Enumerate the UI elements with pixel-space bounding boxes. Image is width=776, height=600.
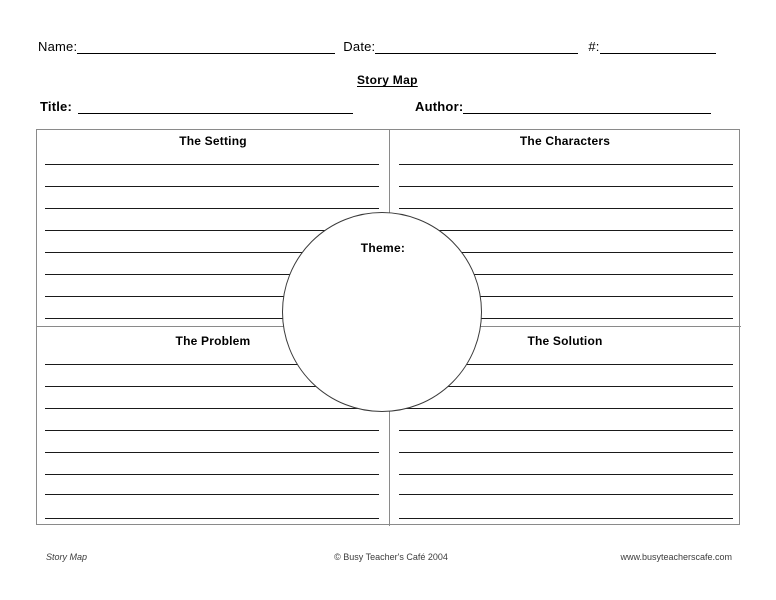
book-title-input-rule[interactable] xyxy=(78,100,354,114)
date-field[interactable]: Date: xyxy=(343,39,579,54)
setting-line-5[interactable] xyxy=(45,252,379,253)
author-field[interactable]: Author: xyxy=(415,99,712,114)
quadrant-characters: The Characters xyxy=(389,130,741,326)
solution-line-6[interactable] xyxy=(399,474,733,475)
book-title-field[interactable]: Title: xyxy=(40,99,354,114)
solution-line-8[interactable] xyxy=(399,518,733,519)
footer-copyright: © Busy Teacher's Café 2004 xyxy=(334,552,448,562)
name-input-rule[interactable] xyxy=(77,40,336,54)
solution-line-3[interactable] xyxy=(399,408,733,409)
date-label: Date: xyxy=(343,39,376,54)
quadrant-setting: The Setting xyxy=(37,130,389,326)
title-author-row: Title: Author: xyxy=(40,99,712,114)
quadrant-solution: The Solution xyxy=(389,330,741,526)
problem-line-8[interactable] xyxy=(45,518,379,519)
footer-website: www.busyteacherscafe.com xyxy=(620,552,732,562)
setting-line-2[interactable] xyxy=(45,186,379,187)
setting-line-6[interactable] xyxy=(45,274,379,275)
characters-line-2[interactable] xyxy=(399,186,733,187)
name-date-number-row: Name: Date: #: xyxy=(38,40,716,54)
author-input-rule[interactable] xyxy=(463,100,712,114)
quadrant-characters-title: The Characters xyxy=(519,134,611,148)
problem-line-1[interactable] xyxy=(45,364,379,365)
characters-line-5[interactable] xyxy=(399,252,733,253)
problem-line-2[interactable] xyxy=(45,386,379,387)
solution-line-4[interactable] xyxy=(399,430,733,431)
characters-line-3[interactable] xyxy=(399,208,733,209)
problem-line-5[interactable] xyxy=(45,452,379,453)
problem-line-3[interactable] xyxy=(45,408,379,409)
quadrant-setting-title: The Setting xyxy=(179,134,247,148)
footer-worksheet-name: Story Map xyxy=(46,552,88,562)
problem-line-6[interactable] xyxy=(45,474,379,475)
characters-line-6[interactable] xyxy=(399,274,733,275)
number-input-rule[interactable] xyxy=(599,40,716,54)
problem-line-4[interactable] xyxy=(45,430,379,431)
problem-line-7[interactable] xyxy=(45,494,379,495)
characters-line-4[interactable] xyxy=(399,230,733,231)
number-label: #: xyxy=(588,39,600,54)
number-field[interactable]: #: xyxy=(588,39,716,54)
book-title-label: Title: xyxy=(40,99,73,114)
solution-line-2[interactable] xyxy=(399,386,733,387)
characters-line-1[interactable] xyxy=(399,164,733,165)
solution-line-5[interactable] xyxy=(399,452,733,453)
story-map-organizer: The Setting The Characters The Problem xyxy=(36,129,741,526)
solution-line-1[interactable] xyxy=(399,364,733,365)
setting-line-8[interactable] xyxy=(45,318,379,319)
theme-circle[interactable]: Theme: xyxy=(282,212,482,412)
name-label: Name: xyxy=(38,39,78,54)
setting-line-1[interactable] xyxy=(45,164,379,165)
quadrant-problem: The Problem xyxy=(37,330,389,526)
quadrant-solution-title: The Solution xyxy=(527,334,603,348)
setting-line-3[interactable] xyxy=(45,208,379,209)
author-label: Author: xyxy=(415,99,464,114)
quadrant-problem-title: The Problem xyxy=(175,334,251,348)
solution-line-7[interactable] xyxy=(399,494,733,495)
name-field[interactable]: Name: xyxy=(38,39,336,54)
page-title: Story Map xyxy=(357,73,418,87)
setting-line-7[interactable] xyxy=(45,296,379,297)
theme-label: Theme: xyxy=(360,241,406,255)
date-input-rule[interactable] xyxy=(375,40,579,54)
page-footer: Story Map © Busy Teacher's Café 2004 www… xyxy=(46,552,736,566)
setting-line-4[interactable] xyxy=(45,230,379,231)
characters-line-7[interactable] xyxy=(399,296,733,297)
characters-line-8[interactable] xyxy=(399,318,733,319)
